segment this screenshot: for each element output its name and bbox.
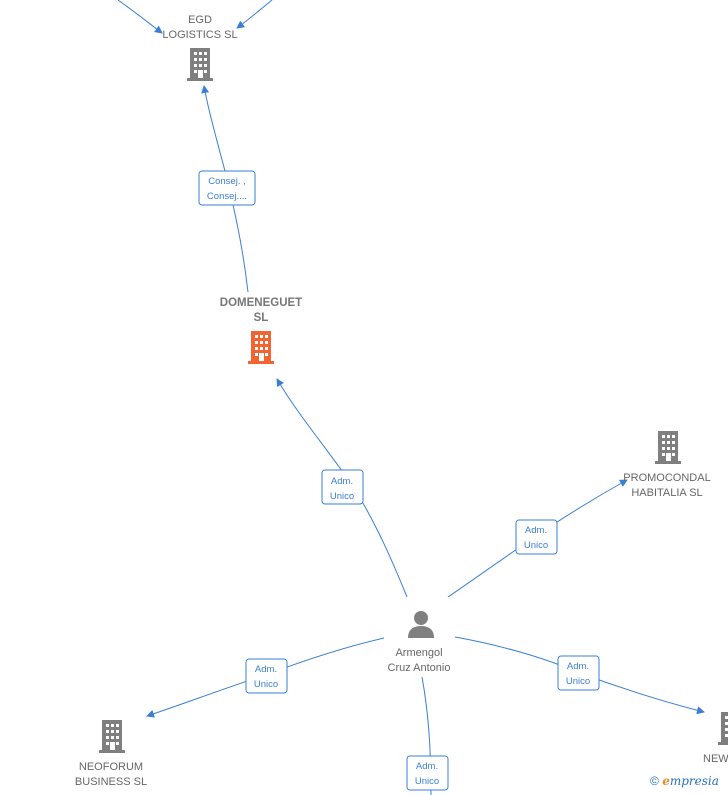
node-label-line2: BUSINESS SL [75, 776, 147, 788]
node-egd-logistics[interactable]: EGD LOGISTICS SL [162, 14, 238, 81]
edge-label-line1: Adm. [525, 525, 547, 536]
building-icon [655, 431, 681, 464]
brand-name: mpresia [669, 774, 719, 788]
node-new[interactable]: NEW [703, 712, 728, 765]
building-icon [718, 712, 728, 745]
node-label-line1: EGD [188, 14, 212, 26]
building-icon [99, 720, 125, 753]
copyright-symbol: © [650, 774, 659, 788]
brand-initial: e [662, 774, 670, 788]
edge-label-line2: Consej.... [207, 191, 247, 202]
node-label-line2: SL [254, 312, 269, 324]
node-label-line1: NEW [703, 753, 728, 765]
person-icon [408, 611, 434, 638]
edge-label-line1: Adm. [331, 476, 353, 487]
node-promocondal[interactable]: PROMOCONDAL HABITALIA SL [623, 431, 711, 499]
node-armengol[interactable]: Armengol Cruz Antonio [388, 611, 451, 674]
edge-label-line2: Unico [330, 491, 354, 502]
building-icon [248, 331, 274, 364]
edge-label-line2: Unico [524, 540, 548, 551]
edge-label-line1: Consej. , [208, 176, 246, 187]
edge-offscreen-to-egd-left [117, 0, 163, 34]
node-label-line1: DOMENEGUET [220, 297, 302, 309]
edge-label-armengol-neoforum[interactable]: Adm. Unico [245, 658, 288, 694]
node-label-line1: NEOFORUM [79, 761, 143, 773]
edge-label-egd-domeneguet[interactable]: Consej. , Consej.... [198, 170, 256, 206]
edge-label-line1: Adm. [567, 661, 589, 672]
edge-offscreen-to-egd-right [236, 0, 273, 29]
edge-label-armengol-promocondal[interactable]: Adm. Unico [515, 519, 558, 555]
edge-label-line1: Adm. [255, 664, 277, 675]
node-label-line1: Armengol [395, 647, 442, 659]
edge-label-armengol-domeneguet[interactable]: Adm. Unico [321, 469, 364, 505]
edge-label-line2: Unico [254, 679, 278, 690]
node-label-line2: HABITALIA SL [631, 487, 702, 499]
edge-label-line2: Unico [415, 776, 439, 787]
edge-label-line1: Adm. [416, 761, 438, 772]
watermark: © empresia [650, 774, 719, 788]
node-neoforum[interactable]: NEOFORUM BUSINESS SL [75, 720, 147, 788]
building-icon [187, 48, 213, 81]
edge-label-armengol-bottom[interactable]: Adm. Unico [406, 755, 449, 791]
node-label-line2: LOGISTICS SL [162, 29, 237, 41]
node-label-line1: PROMOCONDAL [623, 472, 710, 484]
edge-label-armengol-new[interactable]: Adm. Unico [557, 655, 600, 691]
edge-label-line2: Unico [566, 676, 590, 687]
node-domeneguet[interactable]: DOMENEGUET SL [220, 297, 302, 364]
node-label-line2: Cruz Antonio [388, 662, 451, 674]
